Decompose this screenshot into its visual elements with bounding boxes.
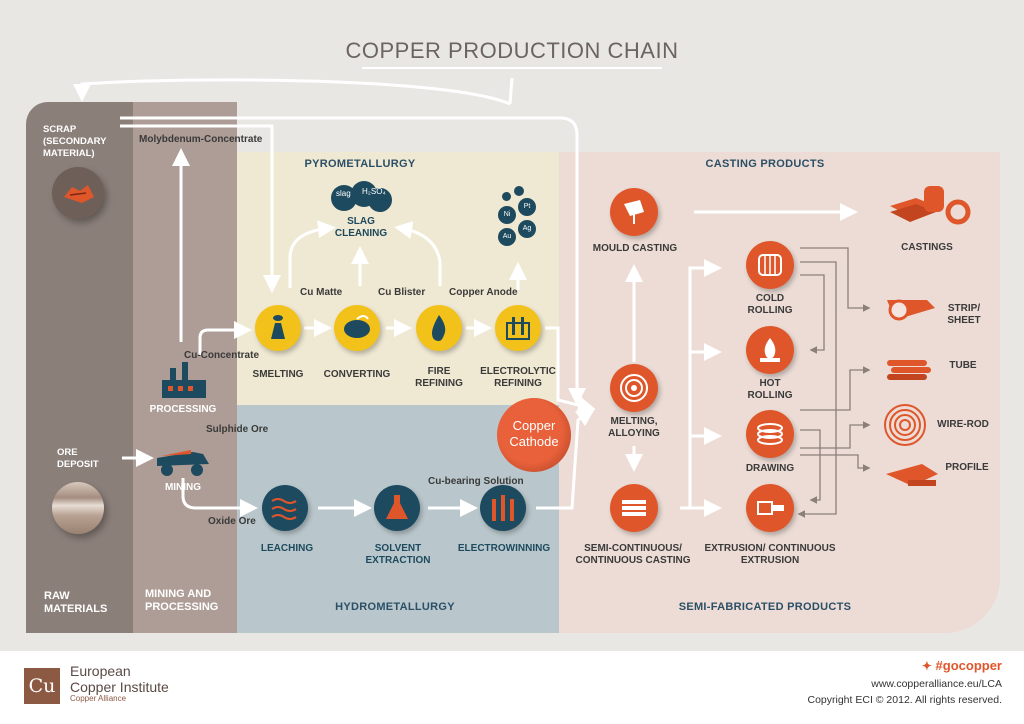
flow-arrows [73, 77, 871, 518]
pyrometallurgy-heading: PYROMETALLURGY [304, 158, 416, 170]
castings-icon [890, 186, 971, 225]
converting-icon [334, 305, 380, 351]
mining-truck-icon [157, 450, 209, 476]
electrolytic-refining-icon [495, 305, 541, 351]
scrap-label: SCRAP (SECONDARY MATERIAL) [43, 124, 107, 159]
profile-label: PROFILE [945, 462, 989, 473]
copper-anode-label: Copper Anode [449, 287, 518, 298]
copper-cathode: Copper Cathode [497, 398, 571, 472]
h2so4-text: H₂SO₄ [362, 187, 386, 196]
mining-processing-heading: MINING AND PROCESSING [145, 588, 219, 613]
footer [0, 651, 1024, 724]
slag-text: slag [336, 189, 351, 198]
smelting-icon [255, 305, 301, 351]
cu-blister-label: Cu Blister [378, 287, 426, 298]
semi-continuous-label: SEMI-CONTINUOUS/ CONTINUOUS CASTING [575, 543, 691, 566]
solvent-extraction-label: SOLVENT EXTRACTION [365, 543, 431, 566]
wire-rod-icon [884, 404, 926, 446]
electrolytic-refining-label: ELECTROLYTIC REFINING [480, 366, 556, 389]
tube-icon [887, 360, 931, 380]
precious-metals-icon: Pt Ni Ag Au [494, 186, 540, 252]
twitter-icon: ✦ [921, 659, 932, 673]
mould-casting-icon [610, 188, 658, 236]
scrap-icon [52, 167, 104, 219]
converting-label: CONVERTING [323, 369, 391, 380]
raw-materials-heading: RAW MATERIALS [44, 590, 108, 615]
mining-label: MINING [164, 482, 202, 493]
hot-rolling-label: HOT ROLLING [747, 378, 793, 401]
cu-concentrate-label: Cu-Concentrate [184, 350, 260, 361]
ore-deposit-icon [52, 482, 104, 534]
page-title: COPPER PRODUCTION CHAIN [345, 38, 679, 63]
cold-rolling-icon [746, 241, 794, 289]
cu-matte-label: Cu Matte [300, 287, 343, 298]
copyright: Copyright ECI © 2012. All rights reserve… [807, 694, 1003, 706]
melting-icon [610, 364, 658, 412]
footer-url[interactable]: www.copperalliance.eu/LCA [871, 678, 1002, 690]
oxide-ore-label: Oxide Ore [208, 516, 256, 527]
leaching-label: LEACHING [260, 543, 314, 554]
profile-icon [886, 464, 938, 486]
drawing-label: DRAWING [745, 463, 795, 474]
hashtag[interactable]: ✦ #gocopper [921, 658, 1002, 673]
melting-label: MELTING, ALLOYING [608, 416, 660, 439]
semi-continuous-icon [610, 484, 658, 532]
casting-products-heading: CASTING PRODUCTS [705, 158, 825, 170]
cold-rolling-label: COLD ROLLING [747, 293, 793, 316]
hot-rolling-icon [746, 326, 794, 374]
slag-cloud-icon [331, 181, 392, 212]
cu-bearing-label: Cu-bearing Solution [428, 476, 524, 487]
smelting-label: SMELTING [252, 369, 304, 380]
mould-casting-label: MOULD CASTING [592, 243, 678, 254]
eci-logo: Cu [24, 668, 60, 704]
fire-refining-icon [416, 305, 462, 351]
copper-alliance: Copper Alliance [70, 694, 127, 703]
leaching-icon [262, 485, 308, 531]
electrowinning-icon [480, 485, 526, 531]
slag-cleaning-label: SLAG CLEANING [334, 216, 388, 239]
fire-refining-label: FIRE REFINING [415, 366, 463, 389]
factory-icon [162, 362, 206, 398]
castings-label: CASTINGS [901, 242, 953, 253]
hydrometallurgy-heading: HYDROMETALLURGY [335, 601, 455, 613]
wire-rod-label: WIRE-ROD [937, 419, 989, 430]
extrusion-label: EXTRUSION/ CONTINUOUS EXTRUSION [704, 543, 836, 566]
extrusion-icon [746, 484, 794, 532]
title-underline [362, 67, 662, 69]
electrowinning-label: ELECTROWINNING [457, 543, 551, 554]
strip-sheet-icon [887, 299, 935, 321]
ore-deposit-label: ORE DEPOSIT [57, 447, 99, 470]
sulphide-ore-label: Sulphide Ore [206, 424, 269, 435]
tube-label: TUBE [949, 360, 977, 371]
strip-sheet-label: STRIP/ SHEET [947, 303, 981, 326]
processing-label: PROCESSING [149, 404, 217, 415]
molybdenum-label: Molybdenum-Concentrate [139, 134, 263, 145]
solvent-extraction-icon [374, 485, 420, 531]
semi-fabricated-heading: SEMI-FABRICATED PRODUCTS [678, 601, 852, 613]
drawing-icon [746, 410, 794, 458]
